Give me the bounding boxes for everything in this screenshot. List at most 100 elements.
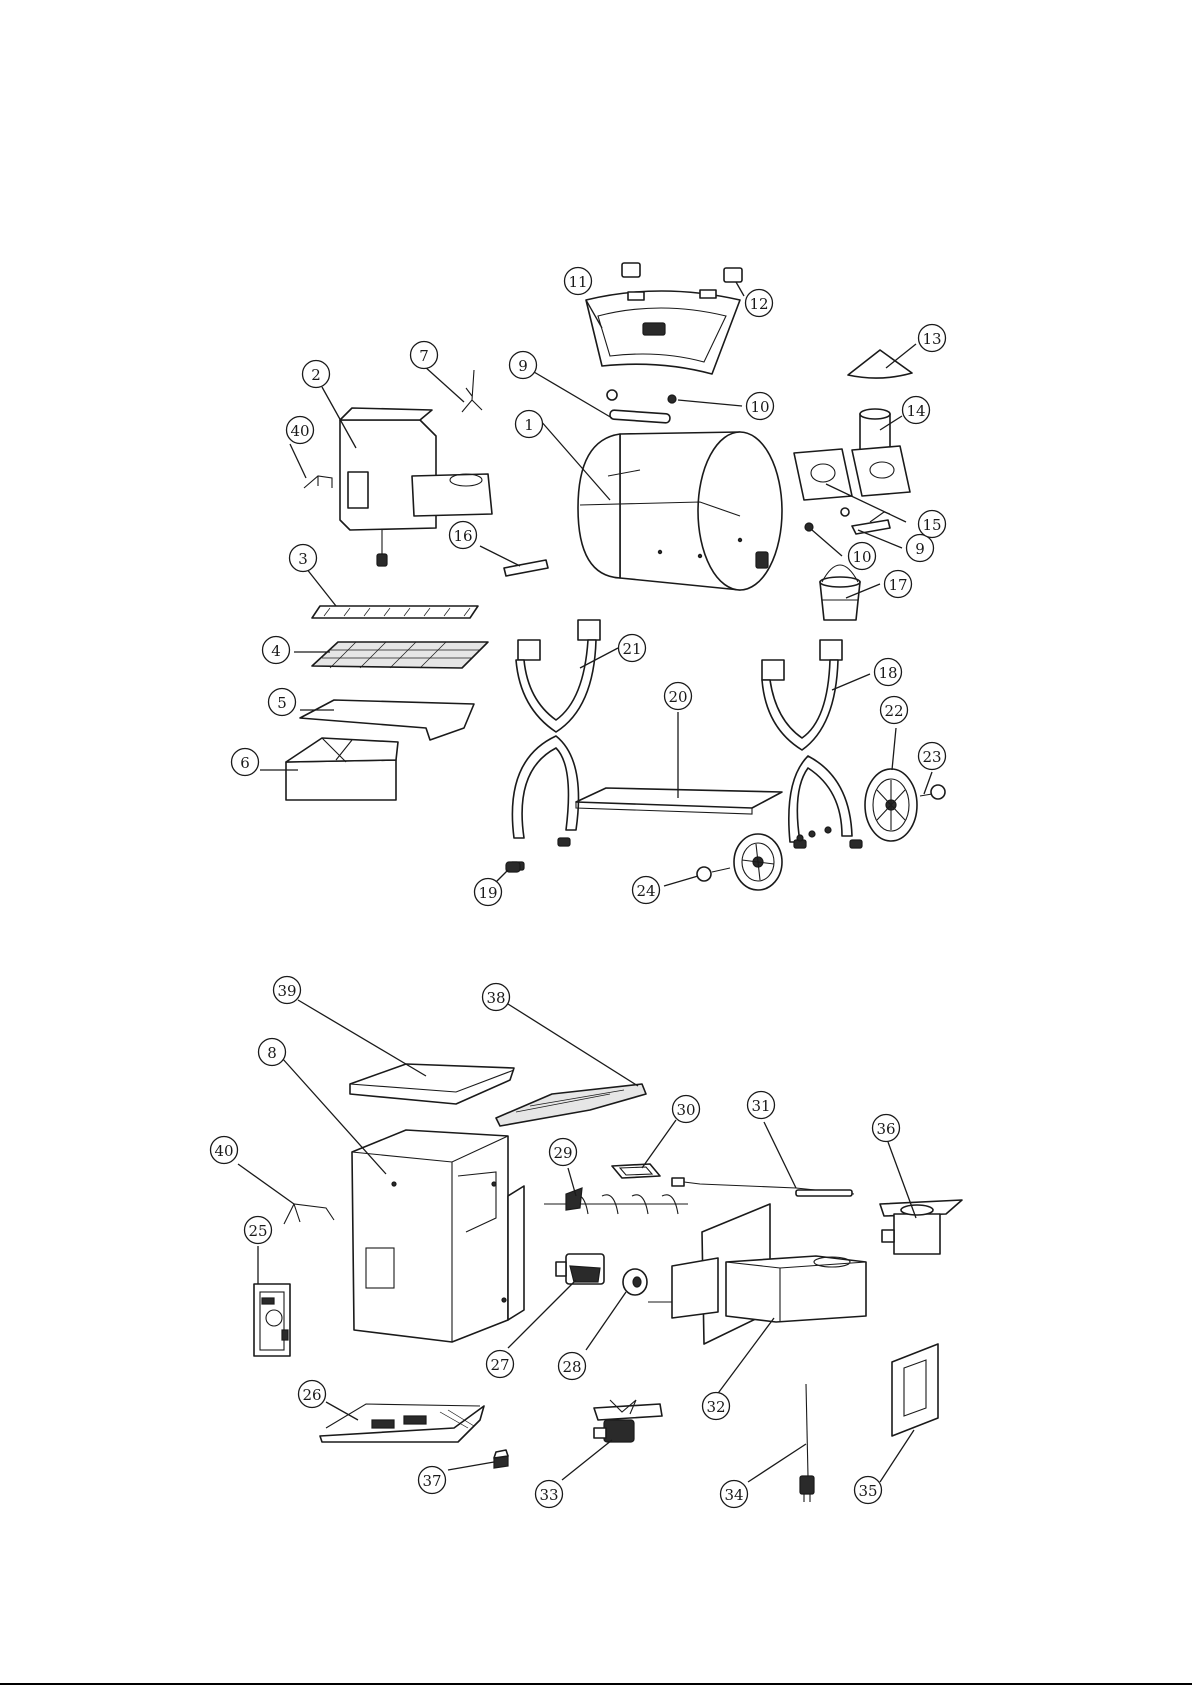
part-probe-clip — [462, 370, 482, 412]
part-gasket — [612, 1164, 660, 1178]
part-hopper-lid — [350, 1064, 514, 1104]
callout-label: 17 — [888, 576, 907, 594]
part-knob — [494, 1450, 508, 1468]
callout-label: 9 — [915, 540, 925, 558]
callout-label: 40 — [214, 1142, 233, 1160]
leader-24 — [664, 876, 698, 886]
leader-39 — [298, 1000, 426, 1076]
callout-label: 19 — [478, 884, 497, 902]
leader-35 — [880, 1430, 914, 1482]
leader-3 — [306, 568, 336, 606]
callout-18: 18 — [875, 659, 902, 686]
callout-29: 29 — [550, 1139, 577, 1166]
leader-28 — [586, 1292, 626, 1350]
part-auger-motor — [556, 1254, 604, 1284]
callout-label: 21 — [622, 640, 641, 658]
callout-label: 2 — [311, 366, 321, 384]
leader-9 — [534, 372, 612, 418]
part-hopper-grate — [496, 1084, 646, 1126]
callout-label: 20 — [668, 688, 687, 706]
part-wheel-22 — [865, 769, 917, 841]
callout-39: 39 — [274, 977, 301, 1004]
part-grease-bucket — [820, 565, 860, 620]
callout-label: 12 — [749, 295, 768, 313]
callout-label: 27 — [490, 1356, 509, 1374]
leader-38 — [508, 1004, 638, 1086]
leader-16 — [480, 546, 520, 566]
callout-17: 17 — [885, 571, 912, 598]
part-drip-tray — [300, 700, 474, 740]
callout-label: 8 — [267, 1044, 277, 1062]
callout-10: 10 — [747, 393, 774, 420]
callout-label: 6 — [240, 754, 250, 772]
callout-label: 24 — [636, 882, 655, 900]
part-frame-gasket — [892, 1344, 938, 1436]
leader-8 — [282, 1058, 386, 1174]
part-bracket-lower — [284, 1204, 334, 1224]
part-left-leg-assembly — [510, 620, 600, 870]
leader-40 — [290, 444, 306, 478]
callout-30: 30 — [673, 1096, 700, 1123]
callout-label: 29 — [553, 1144, 572, 1162]
part-bottom-shelf — [576, 788, 782, 814]
leader-7 — [424, 366, 464, 402]
callout-37: 37 — [419, 1467, 446, 1494]
callout-14: 14 — [903, 397, 930, 424]
part-auger — [544, 1188, 688, 1214]
part-combustion-fan — [594, 1400, 662, 1442]
callout-label: 26 — [302, 1386, 321, 1404]
callout-2: 2 — [303, 361, 330, 388]
part-heat-baffle-bracket — [504, 560, 548, 576]
callout-8: 8 — [259, 1039, 286, 1066]
callout-23: 23 — [919, 743, 946, 770]
callout-label: 11 — [568, 273, 587, 291]
part-fire-pot — [880, 1200, 962, 1254]
callout-15: 15 — [919, 511, 946, 538]
part-handle-side — [852, 512, 890, 534]
part-grill-grate — [312, 642, 488, 668]
callout-21: 21 — [619, 635, 646, 662]
callout-24: 24 — [633, 877, 660, 904]
callout-label: 9 — [518, 357, 528, 375]
callout-label: 10 — [852, 548, 871, 566]
callout-22: 22 — [881, 697, 908, 724]
callout-label: 3 — [298, 550, 308, 568]
callout-28: 28 — [559, 1353, 586, 1380]
callout-label: 4 — [271, 642, 281, 660]
callout-label: 30 — [676, 1101, 695, 1119]
callout-label: 14 — [906, 402, 925, 420]
callout-label: 22 — [884, 702, 903, 720]
callout-6: 6 — [232, 749, 259, 776]
part-upper-rack — [312, 606, 478, 618]
callout-5: 5 — [269, 689, 296, 716]
callout-31: 31 — [748, 1092, 775, 1119]
leader-33 — [562, 1440, 612, 1480]
callout-label: 16 — [453, 527, 472, 545]
callout-label: 36 — [876, 1120, 895, 1138]
callout-40: 40 — [287, 417, 314, 444]
callout-19: 19 — [475, 879, 502, 906]
part-axle-nut — [920, 785, 945, 799]
callout-3: 3 — [290, 545, 317, 572]
callout-label: 7 — [419, 347, 429, 365]
callout-label: 32 — [706, 1398, 725, 1416]
callout-27: 27 — [487, 1351, 514, 1378]
callout-12: 12 — [746, 290, 773, 317]
leader-12 — [736, 282, 744, 296]
callout-label: 37 — [422, 1472, 441, 1490]
callout-label: 1 — [524, 416, 534, 434]
callout-1: 1 — [516, 411, 543, 438]
callout-38: 38 — [483, 984, 510, 1011]
part-bracket-upper — [304, 476, 332, 488]
part-controller — [254, 1284, 290, 1356]
part-heat-baffle — [286, 738, 398, 800]
callout-10b: 10 — [849, 543, 876, 570]
callout-32: 32 — [703, 1393, 730, 1420]
callout-label: 39 — [277, 982, 296, 1000]
leader-30 — [642, 1120, 676, 1168]
callout-16: 16 — [450, 522, 477, 549]
part-auger-tube — [648, 1204, 866, 1344]
callout-label: 38 — [486, 989, 505, 1007]
part-igniter — [672, 1178, 854, 1196]
callout-label: 13 — [922, 330, 941, 348]
